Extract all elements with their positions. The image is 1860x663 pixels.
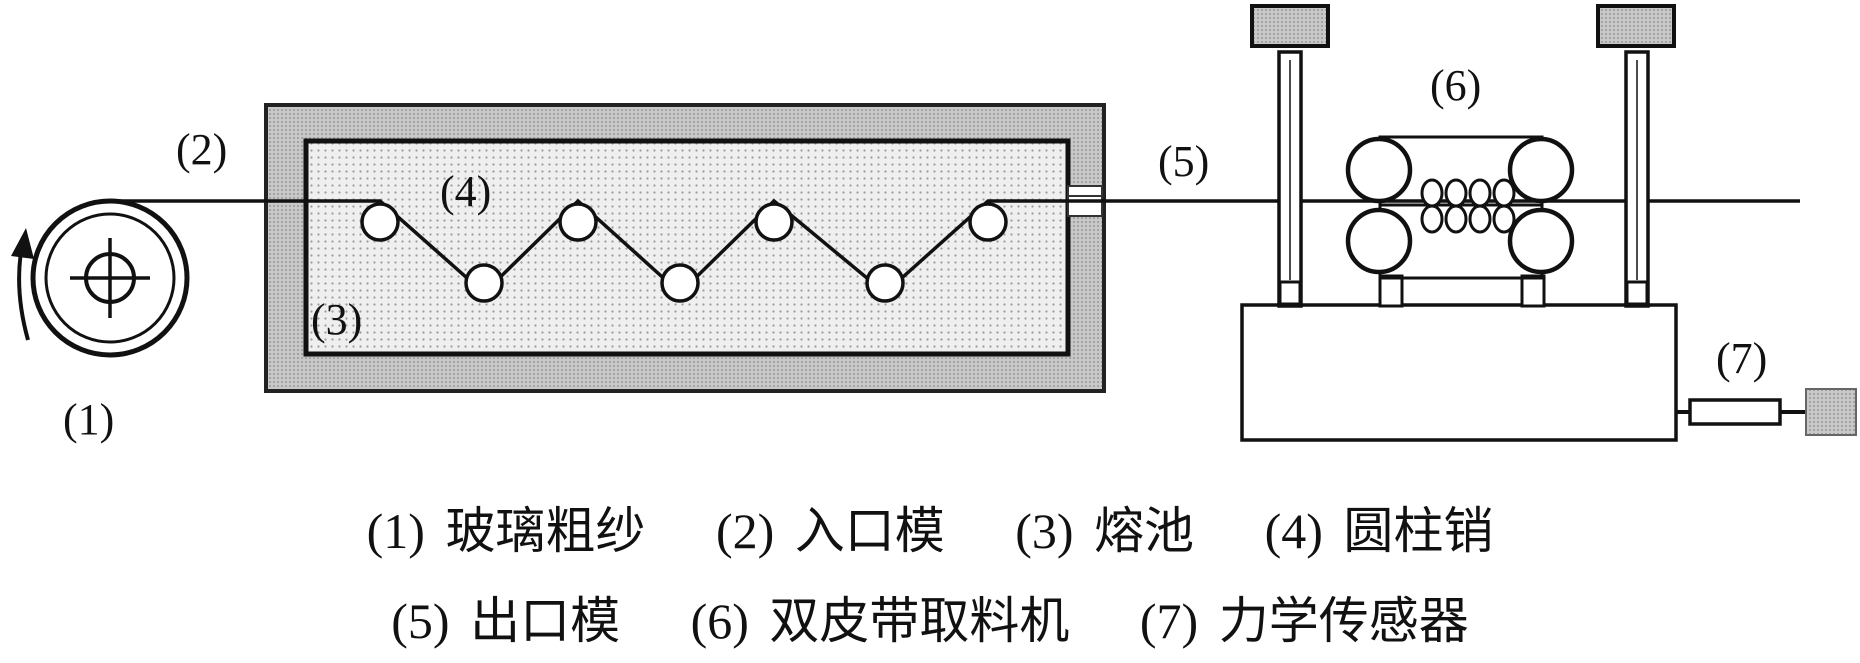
idler-wheel — [1420, 178, 1444, 208]
sensor-anchor — [1805, 388, 1857, 436]
belt-support-left — [1378, 274, 1404, 308]
pin-top-2 — [558, 202, 598, 242]
caption-item-num: (4) — [1265, 503, 1323, 559]
force-sensor — [1676, 388, 1857, 436]
label-3: (3) — [311, 295, 362, 344]
caption-item-num: (3) — [1015, 503, 1073, 559]
caption-item-num: (2) — [716, 503, 774, 559]
belt-roller-top-right — [1507, 136, 1575, 204]
caption-item-num: (7) — [1140, 593, 1198, 649]
idler-wheel — [1492, 178, 1516, 208]
caption-item-text: 入口模 — [795, 503, 945, 559]
left-column-cap — [1250, 4, 1330, 48]
idler-wheel — [1492, 204, 1516, 234]
belt-frame — [1378, 135, 1544, 280]
idler-wheel — [1468, 204, 1492, 234]
right-column-cap — [1596, 4, 1676, 48]
pin-bottom-1 — [464, 263, 504, 303]
caption-item-num: (6) — [691, 593, 749, 649]
pin-bottom-2 — [660, 263, 700, 303]
puller-base — [1240, 303, 1678, 442]
label-4: (4) — [440, 167, 491, 216]
caption-item-num: (5) — [391, 593, 449, 649]
label-6: (6) — [1430, 61, 1481, 110]
sensor-body — [1688, 398, 1782, 426]
legend-caption: (1) 玻璃粗纱 (2) 入口模 (3) 熔池 (4) 圆柱销 (5) 出口模 … — [367, 503, 1494, 649]
belt-roller-bottom-right — [1507, 207, 1575, 275]
idler-wheel — [1444, 204, 1468, 234]
label-2: (2) — [176, 125, 227, 174]
pin-bottom-3 — [865, 263, 905, 303]
belt-roller-top-left — [1345, 136, 1413, 204]
caption-item-text: 双皮带取料机 — [769, 593, 1069, 649]
right-column-foot — [1625, 280, 1649, 306]
double-belt-puller — [1240, 4, 1678, 442]
label-1: (1) — [63, 395, 114, 444]
label-5: (5) — [1158, 137, 1209, 186]
caption-item-text: 出口模 — [470, 593, 620, 649]
caption-item-text: 力学传感器 — [1219, 593, 1469, 649]
idler-wheel — [1420, 204, 1444, 234]
resin-bath — [264, 103, 1106, 393]
left-column — [1250, 4, 1330, 308]
bath-interior — [303, 138, 1071, 357]
caption-item-text: 圆柱销 — [1343, 503, 1493, 559]
idler-wheels — [1420, 178, 1516, 234]
idler-wheel — [1444, 178, 1468, 208]
cylindrical-pins — [360, 202, 1008, 303]
pin-top-4 — [968, 202, 1008, 242]
belt-support-right — [1520, 274, 1546, 308]
caption-line-1: (1) 玻璃粗纱 (2) 入口模 (3) 熔池 (4) 圆柱销 — [367, 503, 1494, 559]
rotation-arrowhead-icon — [11, 228, 34, 259]
idler-wheel — [1468, 178, 1492, 208]
right-column — [1596, 4, 1676, 308]
caption-item-num: (1) — [367, 503, 425, 559]
pin-top-3 — [754, 202, 794, 242]
caption-item-text: 玻璃粗纱 — [445, 503, 645, 559]
left-column-foot — [1278, 280, 1302, 306]
belt-roller-bottom-left — [1345, 207, 1413, 275]
spool-inner-ring — [44, 212, 176, 344]
caption-line-2: (5) 出口模 (6) 双皮带取料机 (7) 力学传感器 — [391, 593, 1468, 649]
label-7: (7) — [1716, 334, 1767, 383]
pin-top-1 — [360, 202, 400, 242]
caption-item-text: 熔池 — [1094, 503, 1194, 559]
glass-roving-spool — [11, 198, 190, 358]
rotation-arrow-icon — [17, 245, 30, 341]
